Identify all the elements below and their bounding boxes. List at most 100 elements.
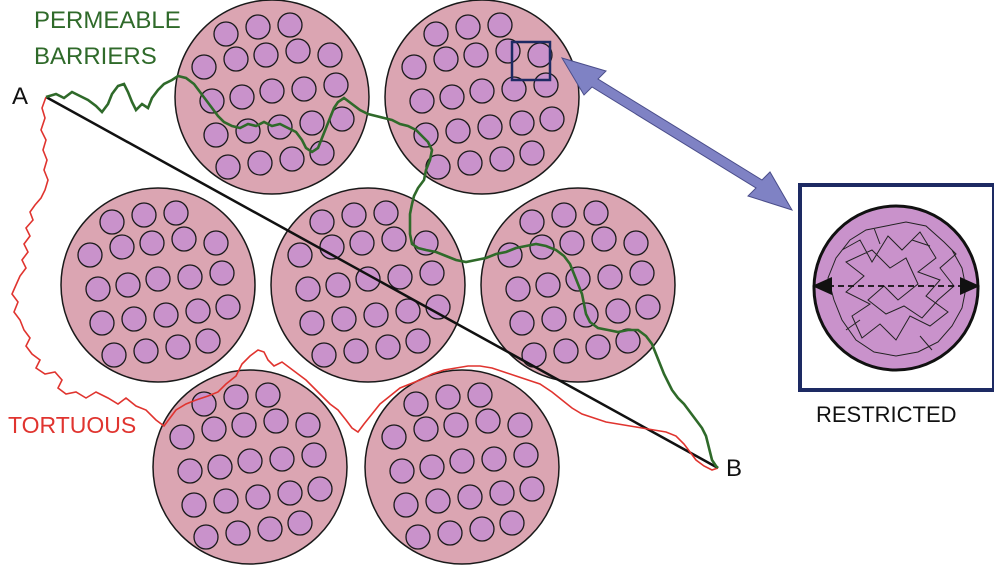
cell-circle (246, 15, 270, 39)
cell-circle (230, 85, 254, 109)
inset-cell (812, 206, 980, 370)
cell-circle (236, 119, 260, 143)
fiber-bundle (271, 188, 465, 382)
cell-circle (300, 111, 324, 135)
cell-circle (382, 227, 406, 251)
cell-circle (216, 155, 240, 179)
cell-circle (324, 73, 348, 97)
cell-circle (458, 151, 482, 175)
cell-circle (470, 517, 494, 541)
cell-circle (508, 413, 532, 437)
cell-circle (376, 335, 400, 359)
cell-circle (260, 79, 284, 103)
cell-circle (586, 335, 610, 359)
cell-circle (520, 210, 544, 234)
cell-circle (146, 267, 170, 291)
cell-circle (178, 265, 202, 289)
point-a-label: A (12, 83, 28, 110)
cell-circle (554, 339, 578, 363)
cell-circle (216, 295, 240, 319)
cell-circle (224, 385, 248, 409)
cell-circle (100, 210, 124, 234)
cell-circle (500, 511, 524, 535)
cell-circle (482, 447, 506, 471)
cell-circle (520, 477, 544, 501)
cell-circle (232, 413, 256, 437)
cell-circle (510, 311, 534, 335)
cell-circle (402, 55, 426, 79)
cell-circle (404, 392, 428, 416)
cell-circle (636, 295, 660, 319)
cell-circle (110, 235, 134, 259)
cell-circle (478, 115, 502, 139)
cell-circle (178, 459, 202, 483)
cell-circle (630, 261, 654, 285)
cell-circle (192, 55, 216, 79)
cell-circle (490, 481, 514, 505)
cell-circle (310, 141, 334, 165)
cell-circle (182, 493, 206, 517)
cell-circle (364, 303, 388, 327)
cell-circle (464, 43, 488, 67)
cell-circle (264, 409, 288, 433)
cell-circle (470, 79, 494, 103)
permeable-barriers-label-line1: PERMEABLE (34, 7, 181, 34)
cell-circle (536, 273, 560, 297)
cell-circle (542, 307, 566, 331)
cell-circle (208, 455, 232, 479)
cell-circle (534, 73, 558, 97)
cell-circle (552, 203, 576, 227)
cell-circle (326, 273, 350, 297)
cell-circle (490, 147, 514, 171)
cell-circle (424, 22, 448, 46)
cell-circle (414, 417, 438, 441)
point-b-label: B (726, 455, 742, 482)
cell-circle (246, 485, 270, 509)
cell-circle (278, 13, 302, 37)
cell-circle (210, 261, 234, 285)
tortuous-label: TORTUOUS (8, 412, 136, 438)
cell-circle (258, 517, 282, 541)
cell-circle (436, 385, 460, 409)
cell-circle (414, 123, 438, 147)
cell-circle (446, 119, 470, 143)
cell-circle (300, 311, 324, 335)
cell-circle (296, 277, 320, 301)
cell-circle (342, 203, 366, 227)
cell-circle (214, 22, 238, 46)
cell-circle (560, 231, 584, 255)
cell-circle (624, 231, 648, 255)
double-headed-arrow-icon (562, 58, 792, 210)
cell-circle (292, 77, 316, 101)
cell-circle (286, 39, 310, 63)
cell-circle (528, 43, 552, 67)
cell-circle (426, 295, 450, 319)
cell-circle (202, 417, 226, 441)
cell-circle (154, 303, 178, 327)
cell-circle (406, 525, 430, 549)
cell-circle (434, 47, 458, 71)
cell-circle (420, 261, 444, 285)
cell-circle (520, 141, 544, 165)
cell-circle (382, 425, 406, 449)
cell-circle (310, 210, 334, 234)
cell-circle (238, 449, 262, 473)
cell-circle (86, 277, 110, 301)
cell-circle (302, 443, 326, 467)
cell-circle (164, 201, 188, 225)
fiber-bundle (153, 370, 347, 564)
cell-circle (456, 15, 480, 39)
cell-circle (194, 525, 218, 549)
cell-circle (332, 307, 356, 331)
cell-circle (90, 311, 114, 335)
cell-circle (256, 383, 280, 407)
cell-circle (598, 265, 622, 289)
permeable-barriers-label-line2: BARRIERS (34, 43, 157, 70)
cell-circle (170, 425, 194, 449)
cell-circle (248, 151, 272, 175)
cell-circle (420, 455, 444, 479)
cell-circle (102, 343, 126, 367)
cell-circle (312, 343, 336, 367)
cell-circle (450, 449, 474, 473)
